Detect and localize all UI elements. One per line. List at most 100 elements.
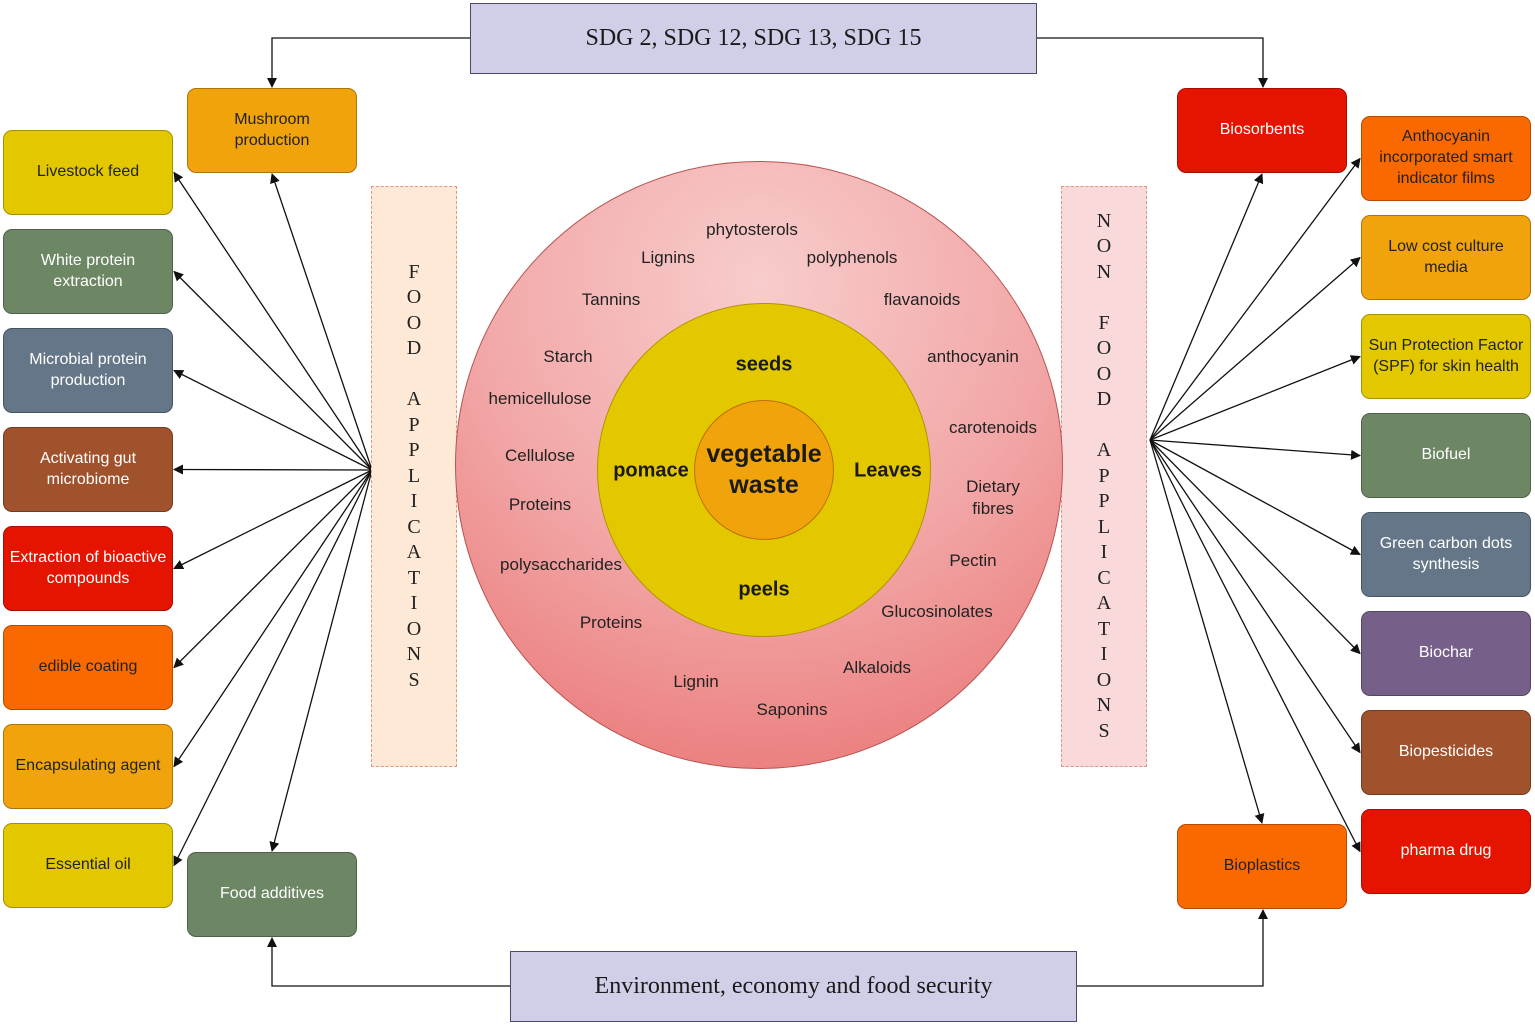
outer-ring-item: Cellulose [505,445,575,465]
strip-letter: A [1096,592,1112,615]
outer-ring-item: Pectin [949,550,997,570]
strip-letter: I [410,490,418,513]
outer-ring-item: Dietary fibres [966,476,1020,518]
middle-ring-item: peels [738,578,790,601]
connector-arrow [173,469,373,768]
middle-ring-item: Leaves [854,459,922,482]
strip-letter: A [1096,439,1112,462]
connector-arrow [1149,157,1361,441]
strip-letter: T [1097,617,1111,640]
strip-letter: P [408,413,420,436]
connector-arrow [173,369,373,471]
outer-ring-item: polyphenols [806,247,898,267]
connector-elbow [267,37,470,88]
food-main-node: Food additives [187,852,357,937]
outer-ring-item: Alkaloids [842,657,912,677]
strip-letter: N [1096,694,1112,717]
strip-letter: D [1096,388,1112,411]
strip-letter: D [406,337,422,360]
connector-arrow [1149,439,1361,853]
connector-arrow [1149,439,1361,556]
nonfood-application-node: pharma drug [1361,809,1531,894]
connector-arrow [1149,439,1361,460]
outer-ring-item: Tannins [581,289,641,309]
core-circle [694,400,834,540]
strip-letter: A [406,388,422,411]
outer-ring-item: Saponins [756,699,828,719]
strip-letter: O [406,617,422,640]
connector-elbow [1077,909,1268,987]
connector-arrow [1149,439,1265,824]
strip-letter: L [1097,515,1111,538]
food-application-node: Activating gut microbiome [3,427,173,512]
strip-letter: P [408,439,420,462]
connector-arrow [1149,439,1361,655]
connector-arrow [1149,439,1361,754]
strip-letter: F [408,260,420,283]
strip-letter: F [1098,311,1110,334]
nonfood-application-node: Biochar [1361,611,1531,696]
food-application-node: Livestock feed [3,130,173,215]
sdg-banner: SDG 2, SDG 12, SDG 13, SDG 15 [470,3,1037,74]
connector-elbow [267,937,510,987]
core-label: vegetable waste [706,439,822,499]
outer-ring-item: Starch [543,346,593,366]
food-application-node: Extraction of bioactive compounds [3,526,173,611]
nonfood-application-node: Green carbon dots synthesis [1361,512,1531,597]
connector-arrow [173,464,373,475]
strip-letter: T [407,566,421,589]
food-application-node: edible coating [3,625,173,710]
food-main-node: Mushroom production [187,88,357,173]
nonfood-main-node: Bioplastics [1177,824,1347,909]
middle-ring-item: seeds [735,353,793,376]
food-application-node: Essential oil [3,823,173,908]
strip-letter: S [1098,719,1110,742]
strip-letter: O [406,311,422,334]
food-application-node: Microbial protein production [3,328,173,413]
connector-arrow [173,270,373,471]
strip-letter: I [1100,643,1108,666]
strip-letter: S [408,668,420,691]
connector-arrow [173,469,373,570]
strip-letter: C [407,515,421,538]
strip-letter: P [1098,464,1110,487]
strip-letter: O [1096,668,1112,691]
nonfood-application-node: Anthocyanin incorporated smart indicator… [1361,116,1531,201]
outer-ring-item: Glucosinolates [881,601,993,621]
connector-arrow [173,171,373,471]
outer-ring-item: carotenoids [949,417,1037,437]
outer-ring-item: phytosterols [706,219,798,239]
nonfood-application-node: Low cost culture media [1361,215,1531,300]
strip-letter: N [1096,260,1112,283]
connector-arrow [1149,173,1264,441]
strip-letter: N [406,643,422,666]
strip-letter: A [406,541,422,564]
outer-ring-item: anthocyanin [927,346,1019,366]
nonfood-application-node: Biopesticides [1361,710,1531,795]
strip-letter: P [1098,490,1110,513]
outer-ring-item: Proteins [579,612,643,632]
middle-ring-item: pomace [613,459,689,482]
connector-arrow [270,173,373,471]
strip-letter: O [1096,337,1112,360]
food-application-node: White protein extraction [3,229,173,314]
outer-ring-item: Lignin [673,671,719,691]
food-application-node: Encapsulating agent [3,724,173,809]
bottom-banner: Environment, economy and food security [510,951,1077,1022]
outer-ring-item: Proteins [508,494,572,514]
nonfood-application-node: Biofuel [1361,413,1531,498]
connector-arrow [1149,256,1361,441]
connector-elbow [1037,37,1268,88]
connector-arrow [1149,355,1361,441]
connector-arrow [173,469,373,669]
connector-arrow [173,469,373,867]
outer-ring-item: flavanoids [883,289,961,309]
strip-letter: I [1100,541,1108,564]
outer-ring-item: Lignins [641,247,695,267]
strip-letter: C [1097,566,1111,589]
outer-ring-item: hemicellulose [488,388,592,408]
strip-letter: I [410,592,418,615]
nonfood-application-node: Sun Protection Factor (SPF) for skin hea… [1361,314,1531,399]
